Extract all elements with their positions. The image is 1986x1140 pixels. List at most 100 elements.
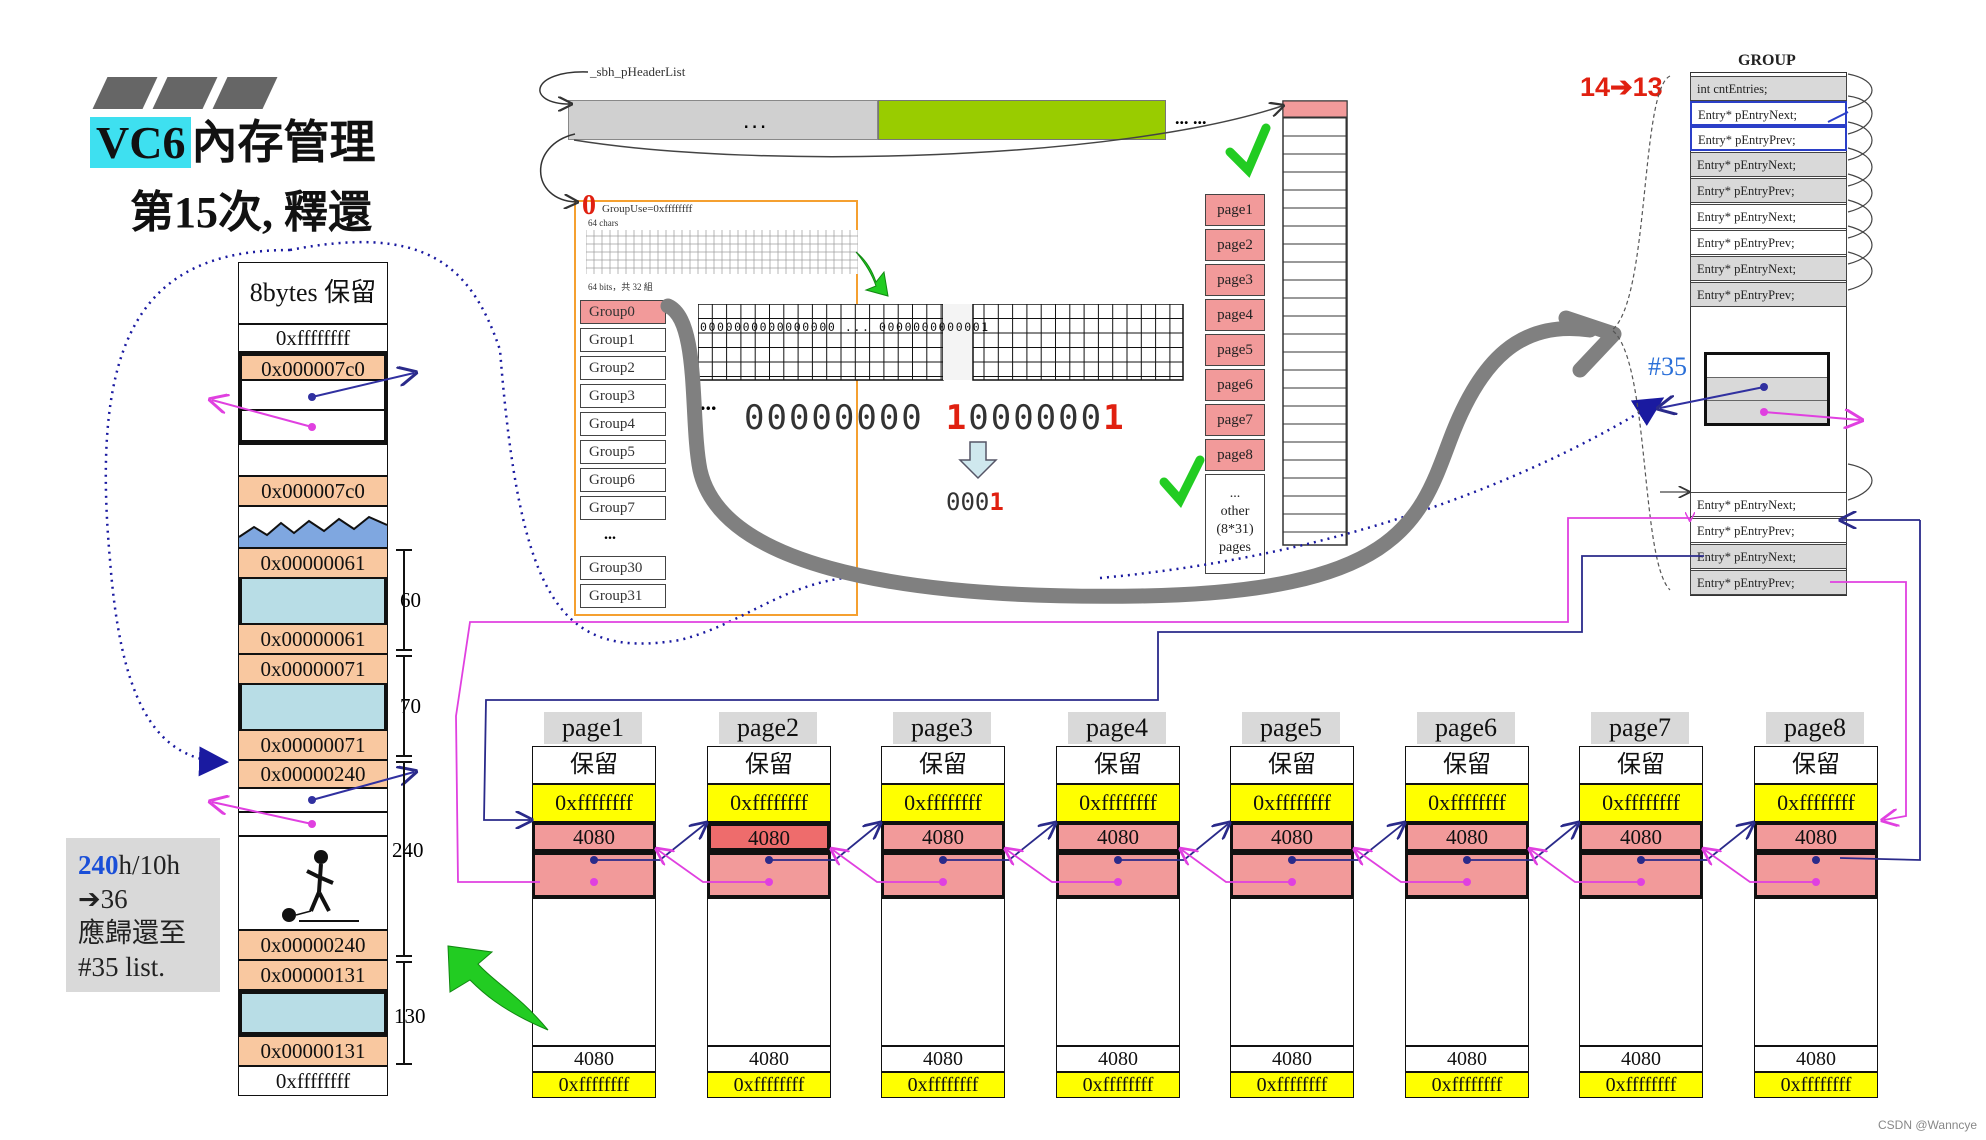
prev-pointer-line — [212, 802, 313, 825]
note-text: h/10h — [118, 850, 181, 880]
pointer-dot — [308, 820, 316, 828]
entry-field: Entry* pEntryNext; — [1690, 204, 1847, 229]
blue-bracket-line — [1827, 111, 1849, 123]
grey-flow-arrow — [660, 298, 1598, 604]
bit-digits: 00000000 10000001 — [744, 398, 1126, 438]
list35-node — [1704, 352, 1830, 426]
note-text: 應歸還至 — [78, 918, 186, 948]
mem-cell-empty — [238, 444, 388, 476]
group-brace — [1611, 75, 1671, 591]
group-struct-title: GROUP — [1738, 52, 1796, 69]
note-highlight: 240 — [78, 850, 119, 880]
side-page: page1 — [1205, 194, 1265, 226]
bit-digits-zeros: 00000000 — [744, 398, 924, 438]
entry-field: Entry* pEntryNext; — [1690, 492, 1847, 517]
other-pages-label: pages — [1219, 540, 1251, 555]
mem-cell-next — [238, 788, 388, 812]
side-page: page5 — [1205, 334, 1265, 366]
list-index-label: #35 — [1648, 352, 1687, 381]
group-item: Group3 — [580, 384, 666, 408]
other-pages-box: ... other (8*31) pages — [1205, 474, 1265, 574]
mem-cell-prev — [238, 812, 388, 836]
entry-field: Entry* pEntryNext; — [1690, 152, 1847, 177]
note-box: 240h/10h ➔36 應歸還至 #35 list. — [66, 838, 220, 992]
side-page: page7 — [1205, 404, 1265, 436]
column-header: 8bytes 保留 — [238, 262, 388, 324]
mem-cell: 0x000007c0 — [238, 352, 388, 381]
side-page: page6 — [1205, 369, 1265, 401]
pointer-dot — [1760, 383, 1768, 391]
mem-cell: 0x00000240 — [238, 930, 388, 960]
header-ellipsis: ... ... — [1175, 108, 1207, 128]
mem-cell-free — [238, 990, 388, 1036]
down-arrow-icon — [958, 441, 998, 480]
other-pages-dots: ... — [1229, 486, 1241, 501]
group-use-grid — [586, 230, 858, 274]
bits-label: 64 bits，共 32 組 — [588, 282, 653, 292]
next-pointer-line — [311, 772, 414, 801]
bit-digits-zeros: 000000 — [968, 398, 1104, 438]
other-pages-label: other — [1220, 504, 1250, 519]
green-check-icon — [1159, 455, 1205, 508]
bit-digits-one: 1 — [1103, 398, 1126, 438]
prev-link-line — [455, 517, 1690, 883]
torn-edge-icon — [239, 515, 387, 547]
bit-digits-one: 1 — [945, 398, 969, 438]
header-list-label: _sbh_pHeaderList — [590, 64, 686, 79]
entry-field: Entry* pEntryPrev; — [1690, 230, 1847, 255]
note-text: ➔36 — [78, 884, 128, 914]
entry-field: Entry* pEntryPrev; — [1690, 282, 1847, 307]
bit-result: 0001 — [946, 488, 1004, 516]
side-page: page3 — [1205, 264, 1265, 296]
mem-cell-torn — [238, 506, 388, 548]
group-use-zero: 0 — [582, 190, 596, 221]
entry-field: Entry* pEntryPrev; — [1690, 126, 1847, 151]
group-item: Group1 — [580, 328, 666, 352]
prev-pointer-line — [1763, 412, 1860, 420]
next-link-line — [1839, 520, 1921, 861]
size-label: 240 — [392, 838, 424, 862]
green-check-icon — [1225, 123, 1271, 178]
header-loop-line — [539, 71, 589, 104]
group-item: Group7 — [580, 496, 666, 520]
next-link-line — [483, 555, 1704, 820]
size-label: 60 — [400, 588, 421, 612]
size-label: 130 — [394, 1004, 426, 1028]
side-page: page8 — [1205, 439, 1265, 471]
mem-cell: 0x000007c0 — [238, 476, 388, 506]
bitmap-grid — [698, 304, 1184, 381]
pointer-dot — [308, 393, 316, 401]
header-bar-green — [878, 100, 1166, 140]
size-label: 70 — [400, 694, 421, 718]
prev-pointer-line — [212, 400, 313, 428]
mem-cell: 0x00000061 — [238, 548, 388, 578]
group-item: Group2 — [580, 356, 666, 380]
side-page: page4 — [1205, 299, 1265, 331]
pointer-dot — [308, 423, 316, 431]
mem-cell: 0x00000061 — [238, 624, 388, 654]
header-dots: ... — [742, 116, 768, 132]
group-item: Group6 — [580, 468, 666, 492]
mem-cell-free — [238, 578, 388, 624]
pointer-dot — [1760, 408, 1768, 416]
bitmap-dots: ... — [700, 390, 717, 415]
watermark: CSDN @Wanncye — [1878, 1118, 1978, 1132]
side-page: page2 — [1205, 229, 1265, 261]
pointer-dot — [308, 796, 316, 804]
note-text: #35 list. — [78, 952, 166, 982]
entry-field: Entry* pEntryPrev; — [1690, 518, 1847, 543]
prev-link-line — [1830, 581, 1907, 820]
dotted-link-line — [289, 241, 921, 645]
title-highlight: VC6 — [90, 117, 192, 168]
grey-arrowhead-icon — [1558, 310, 1622, 378]
group-item: Group30 — [580, 556, 666, 580]
group-struct-box — [1690, 72, 1847, 596]
mem-cell: 0x00000240 — [238, 760, 388, 788]
return-arrow-icon — [447, 945, 549, 1031]
tall-page-stack — [1282, 100, 1348, 546]
dotted-link-line — [104, 248, 291, 777]
mem-cell: 0x00000131 — [238, 960, 388, 990]
entry-field: Entry* pEntryNext; — [1690, 256, 1847, 281]
